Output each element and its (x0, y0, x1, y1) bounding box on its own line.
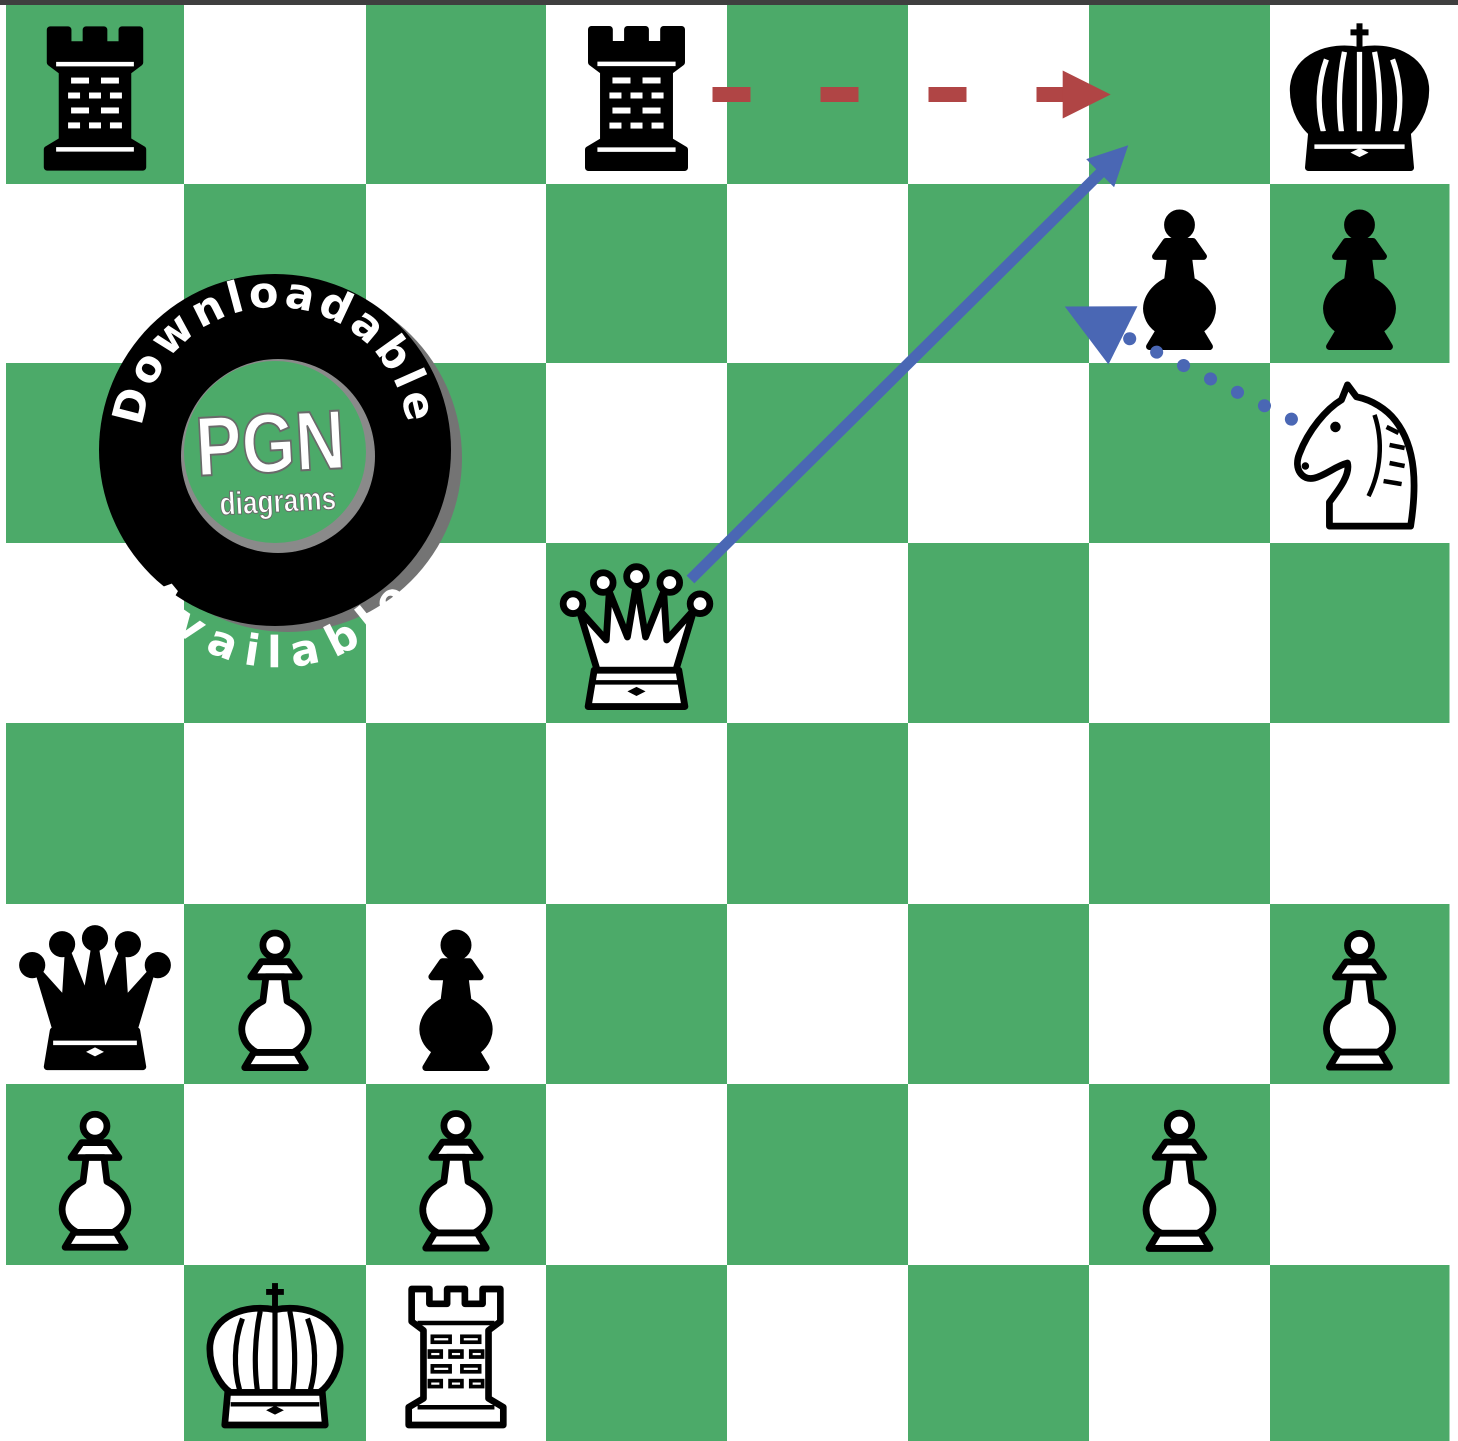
square-h4[interactable] (1270, 723, 1450, 905)
square-d3[interactable] (546, 904, 728, 1085)
square-h1[interactable] (1270, 1265, 1450, 1441)
square-d2[interactable] (546, 1084, 728, 1266)
square-e7[interactable] (727, 184, 909, 364)
badge-diagrams-text: diagrams (219, 482, 337, 523)
square-d7[interactable] (546, 184, 728, 364)
square-c8[interactable] (366, 5, 547, 185)
square-g4[interactable] (1089, 723, 1271, 905)
black-rook-a8-icon[interactable] (47, 30, 143, 168)
square-h2[interactable] (1270, 1084, 1450, 1266)
badge-pgn-text: PGN (193, 393, 347, 495)
square-c4[interactable] (366, 723, 547, 905)
square-a4[interactable] (6, 723, 185, 905)
white-rook-c1-icon[interactable] (409, 1289, 504, 1425)
square-g5[interactable] (1089, 543, 1271, 724)
black-rook-d8-icon[interactable] (588, 29, 684, 167)
square-g3[interactable] (1089, 904, 1271, 1085)
square-a1[interactable] (6, 1265, 185, 1441)
square-e3[interactable] (727, 904, 909, 1085)
square-f4[interactable] (908, 723, 1090, 905)
board-squares (6, 5, 1450, 1441)
square-h5[interactable] (1270, 543, 1450, 724)
square-e5[interactable] (727, 543, 909, 724)
square-b2[interactable] (184, 1084, 367, 1266)
square-f1[interactable] (908, 1265, 1090, 1441)
square-g1[interactable] (1089, 1265, 1271, 1441)
square-e8[interactable] (727, 5, 909, 185)
square-f3[interactable] (908, 904, 1090, 1085)
square-d1[interactable] (546, 1265, 728, 1441)
square-b8[interactable] (184, 5, 367, 185)
square-f6[interactable] (908, 363, 1090, 544)
square-d6[interactable] (546, 363, 728, 544)
square-f2[interactable] (908, 1084, 1090, 1266)
square-e1[interactable] (727, 1265, 909, 1441)
square-f5[interactable] (908, 543, 1090, 724)
square-e4[interactable] (727, 723, 909, 905)
square-d4[interactable] (546, 723, 728, 905)
square-b4[interactable] (184, 723, 367, 905)
square-e2[interactable] (727, 1084, 909, 1266)
